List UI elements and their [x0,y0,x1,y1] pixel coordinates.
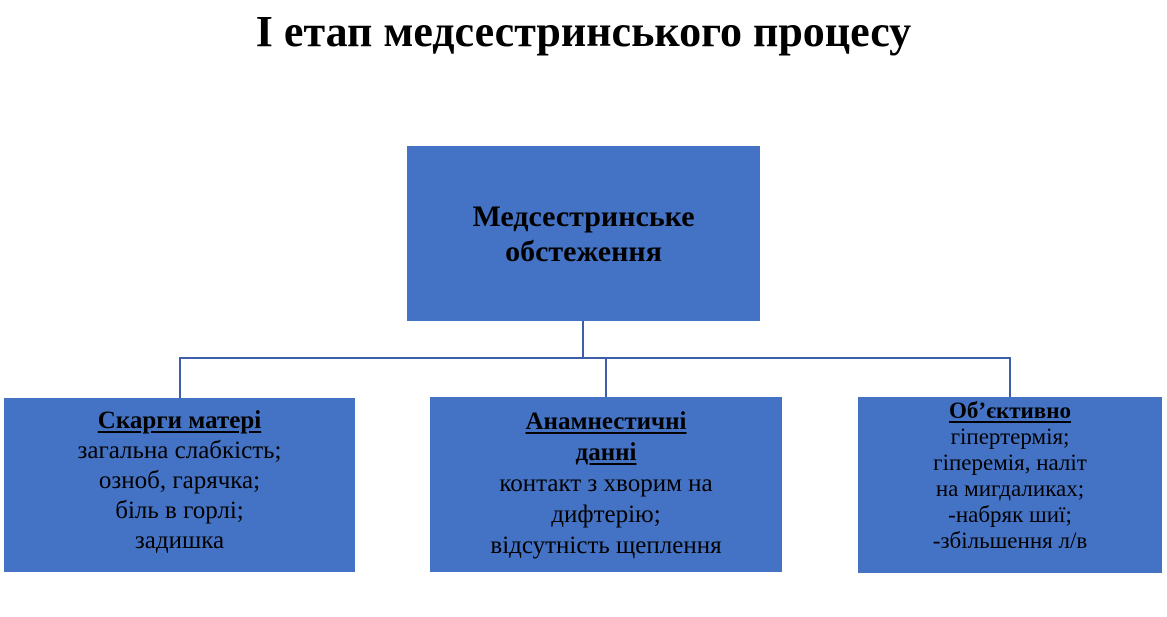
node-text-line: Медсестринське [472,199,695,233]
node-body-line: озноб, гарячка; [98,467,261,494]
node-heading: Скарги матері [97,407,262,434]
connector-horizontal-bar [179,357,1011,359]
node-heading: Анамнестичні [525,408,687,435]
node-body-line: -збільшення л/в [932,528,1088,553]
node-heading: Об’єктивно [949,398,1071,423]
connector-drop-middle-child [605,357,607,397]
node-objective-findings: Об’єктивно гіпертермія; гіперемія, наліт… [858,397,1162,573]
node-body-line: -набряк шиї; [948,502,1072,527]
node-anamnestic-data: Анамнестичні данні контакт з хворим на д… [430,397,782,572]
node-heading: данні [575,439,637,466]
diagram-title: І етап медсестринського процесу [255,7,912,56]
node-body-line: дифтерію; [551,501,661,528]
node-body-line: гіперемія, наліт [933,450,1087,475]
node-body-line: на мигдаликах; [935,476,1085,501]
node-text-line: обстеження [505,234,662,268]
node-body-line: біль в горлі; [115,497,244,524]
node-body-line: відсутність щеплення [490,532,722,559]
node-body-line: задишка [134,527,225,554]
node-body-line: гіпертермія; [950,424,1070,449]
connector-drop-right-child [1009,357,1011,397]
connector-root-drop [582,321,584,358]
node-body-line: загальна слабкість; [77,437,282,464]
node-body-line: контакт з хворим на [499,470,713,497]
connector-drop-left-child [179,357,181,398]
node-nursing-examination: Медсестринське обстеження [407,146,760,321]
node-mothers-complaints: Скарги матері загальна слабкість; озноб,… [4,398,355,572]
node-nursing-examination-text: Медсестринське обстеження [472,199,694,269]
